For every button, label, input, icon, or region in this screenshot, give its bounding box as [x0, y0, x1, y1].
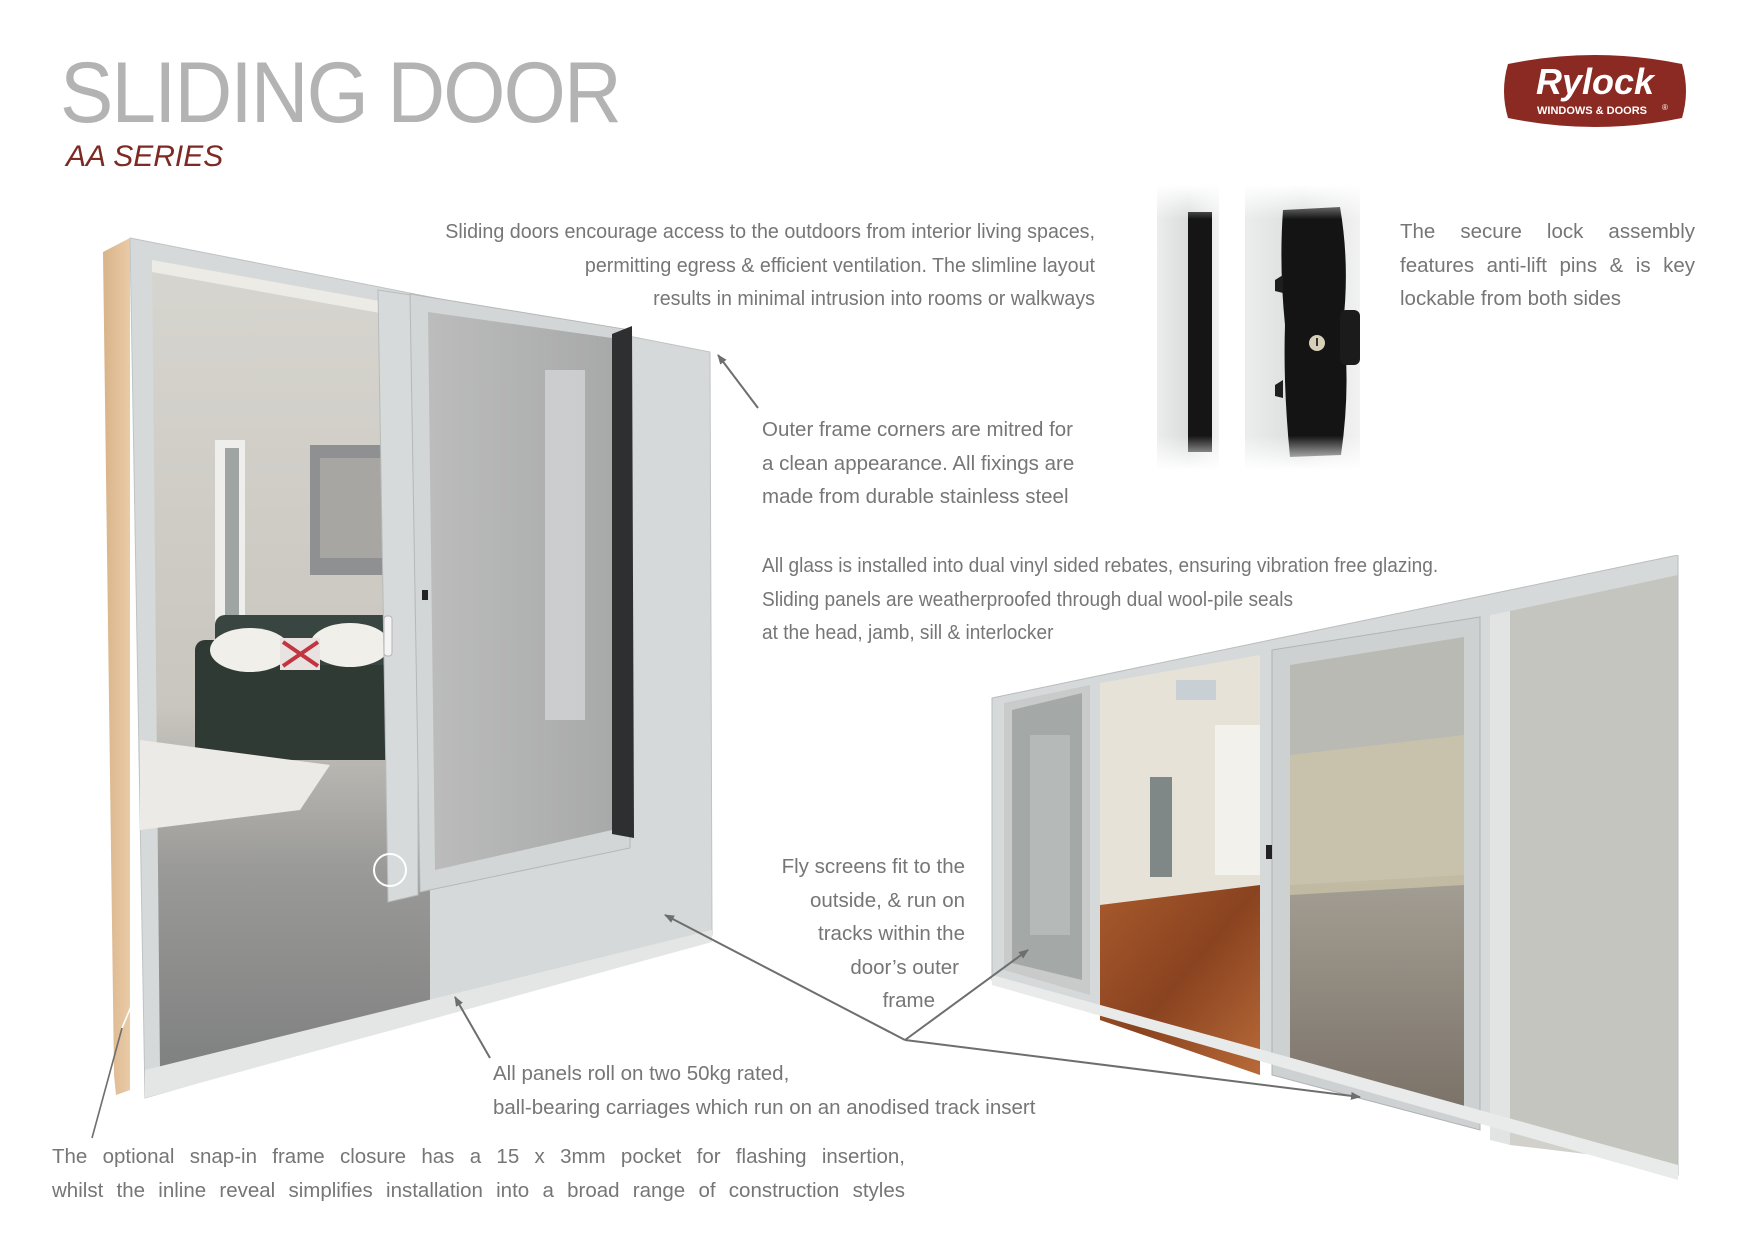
- flyscreen-line: door’s outer: [850, 955, 959, 979]
- lock-line: lockable from both sides: [1400, 287, 1622, 310]
- glass-line: at the head, jamb, sill & interlocker: [762, 621, 1054, 644]
- glass-line: Sliding panels are weatherproofed throug…: [762, 587, 1293, 611]
- lock-callout: The secure lock assembly features anti-l…: [1400, 215, 1695, 316]
- frame-callout: Outer frame corners are mitred for a cle…: [762, 413, 1102, 514]
- closure-line: whilst the inline reveal simplifies inst…: [52, 1178, 905, 1202]
- closure-line: The optional snap-in frame closure has a…: [52, 1145, 905, 1168]
- frame-line: Outer frame corners are mitred for: [762, 418, 1074, 441]
- glass-callout: All glass is installed into dual vinyl s…: [762, 549, 1562, 650]
- lock-line: The secure lock assembly: [1400, 220, 1695, 243]
- flyscreen-line: Fly screens fit to the: [781, 855, 965, 878]
- lock-detail-photo: [1155, 185, 1365, 470]
- rylock-logo: Rylock WINDOWS & DOORS ®: [1500, 50, 1690, 132]
- flyscreen-line: outside, & run on: [810, 888, 965, 912]
- page-subtitle: AA SERIES: [66, 140, 224, 173]
- panels-line: ball-bearing carriages which run on an a…: [493, 1095, 1036, 1119]
- intro-line: permitting egress & efficient ventilatio…: [584, 253, 1095, 277]
- flyscreen-callout: Fly screens fit to the outside, & run on…: [740, 850, 965, 1018]
- intro-line: Sliding doors encourage access to the ou…: [445, 220, 1095, 243]
- closure-callout: The optional snap-in frame closure has a…: [52, 1140, 905, 1207]
- panels-callout: All panels roll on two 50kg rated, ball-…: [493, 1057, 1153, 1124]
- frame-line: made from durable stainless steel: [762, 485, 1069, 508]
- logo-badge-icon: Rylock WINDOWS & DOORS ®: [1504, 55, 1686, 127]
- svg-text:WINDOWS & DOORS: WINDOWS & DOORS: [1537, 105, 1647, 117]
- flyscreen-line: frame: [882, 989, 935, 1012]
- lock-line: features anti-lift pins & is key: [1400, 253, 1695, 277]
- panels-line: All panels roll on two 50kg rated,: [493, 1062, 790, 1085]
- glass-line: All glass is installed into dual vinyl s…: [762, 554, 1439, 577]
- intro-line: results in minimal intrusion into rooms …: [653, 287, 1095, 310]
- flyscreen-line: tracks within the: [818, 922, 965, 945]
- frame-line: a clean appearance. All fixings are: [762, 451, 1075, 475]
- svg-text:®: ®: [1662, 103, 1668, 112]
- page-title: SLIDING DOOR: [60, 45, 622, 141]
- main-door-photo: [100, 230, 720, 1110]
- arrow-frame-corner-icon: [717, 354, 759, 409]
- intro-callout: Sliding doors encourage access to the ou…: [361, 215, 1095, 316]
- svg-text:Rylock: Rylock: [1536, 61, 1656, 102]
